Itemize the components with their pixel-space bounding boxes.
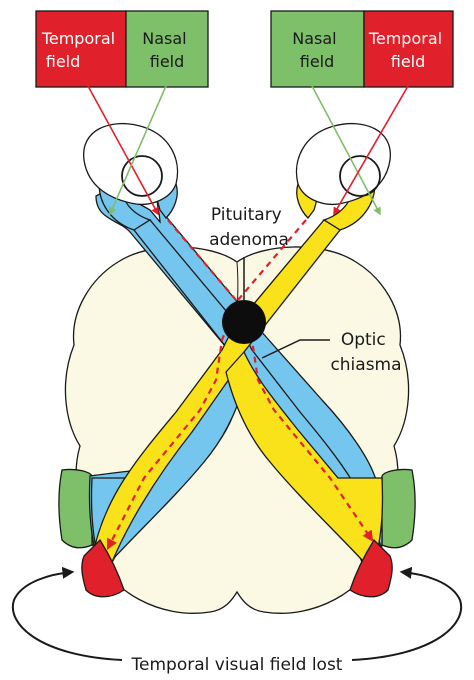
right-cortex-nasal-region: [382, 469, 415, 547]
pituitary-adenoma-label: Pituitary adenoma: [209, 205, 289, 250]
right-nasal-field-box: [271, 11, 364, 87]
optic-chiasma-label-line2: chiasma: [330, 355, 401, 375]
right-nasal-field-label-line2: field: [300, 52, 335, 71]
left-temporal-field-label-line2: field: [46, 52, 81, 71]
pituitary-adenoma-label-line2: adenoma: [209, 230, 289, 250]
right-temporal-field-box: [364, 11, 453, 87]
right-temporal-field-label-line2: field: [391, 52, 426, 71]
left-nasal-field-box: [126, 11, 208, 87]
left-nasal-field-label-line1: Nasal: [142, 29, 186, 48]
pituitary-adenoma-label-line1: Pituitary: [211, 205, 282, 225]
left-cortex-nasal-region: [59, 469, 92, 547]
left-temporal-field-label-line1: Temporal: [41, 29, 115, 48]
right-temporal-field-label-line1: Temporal: [368, 29, 442, 48]
right-nasal-field-label-line1: Nasal: [292, 29, 336, 48]
left-temporal-field-box: [36, 11, 126, 87]
pituitary-adenoma: [222, 300, 266, 344]
field-loss-caption: Temporal visual field lost: [131, 655, 343, 675]
optic-chiasma-label-line1: Optic: [341, 330, 386, 350]
left-nasal-field-label-line2: field: [150, 52, 185, 71]
